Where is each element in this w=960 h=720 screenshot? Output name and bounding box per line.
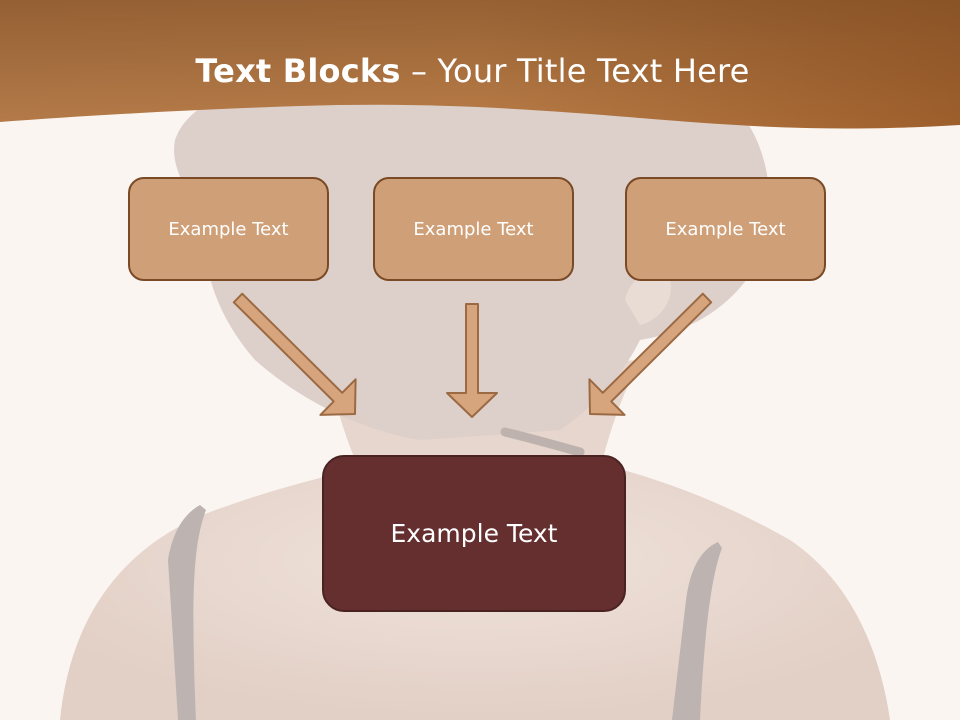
- text-block-3-label: Example Text: [665, 218, 786, 240]
- text-block-2: Example Text: [373, 177, 574, 281]
- arrow-right: [588, 292, 713, 416]
- text-block-1-label: Example Text: [168, 218, 289, 240]
- arrow-left: [232, 292, 357, 416]
- title-rest: – Your Title Text Here: [400, 52, 750, 90]
- text-block-3: Example Text: [625, 177, 826, 281]
- target-block: Example Text: [322, 455, 626, 612]
- text-block-1: Example Text: [128, 177, 329, 281]
- target-block-label: Example Text: [390, 519, 558, 548]
- text-block-2-label: Example Text: [413, 218, 534, 240]
- arrow-center: [446, 303, 498, 418]
- slide-title: Text Blocks – Your Title Text Here: [0, 52, 945, 90]
- title-bold: Text Blocks: [195, 52, 401, 90]
